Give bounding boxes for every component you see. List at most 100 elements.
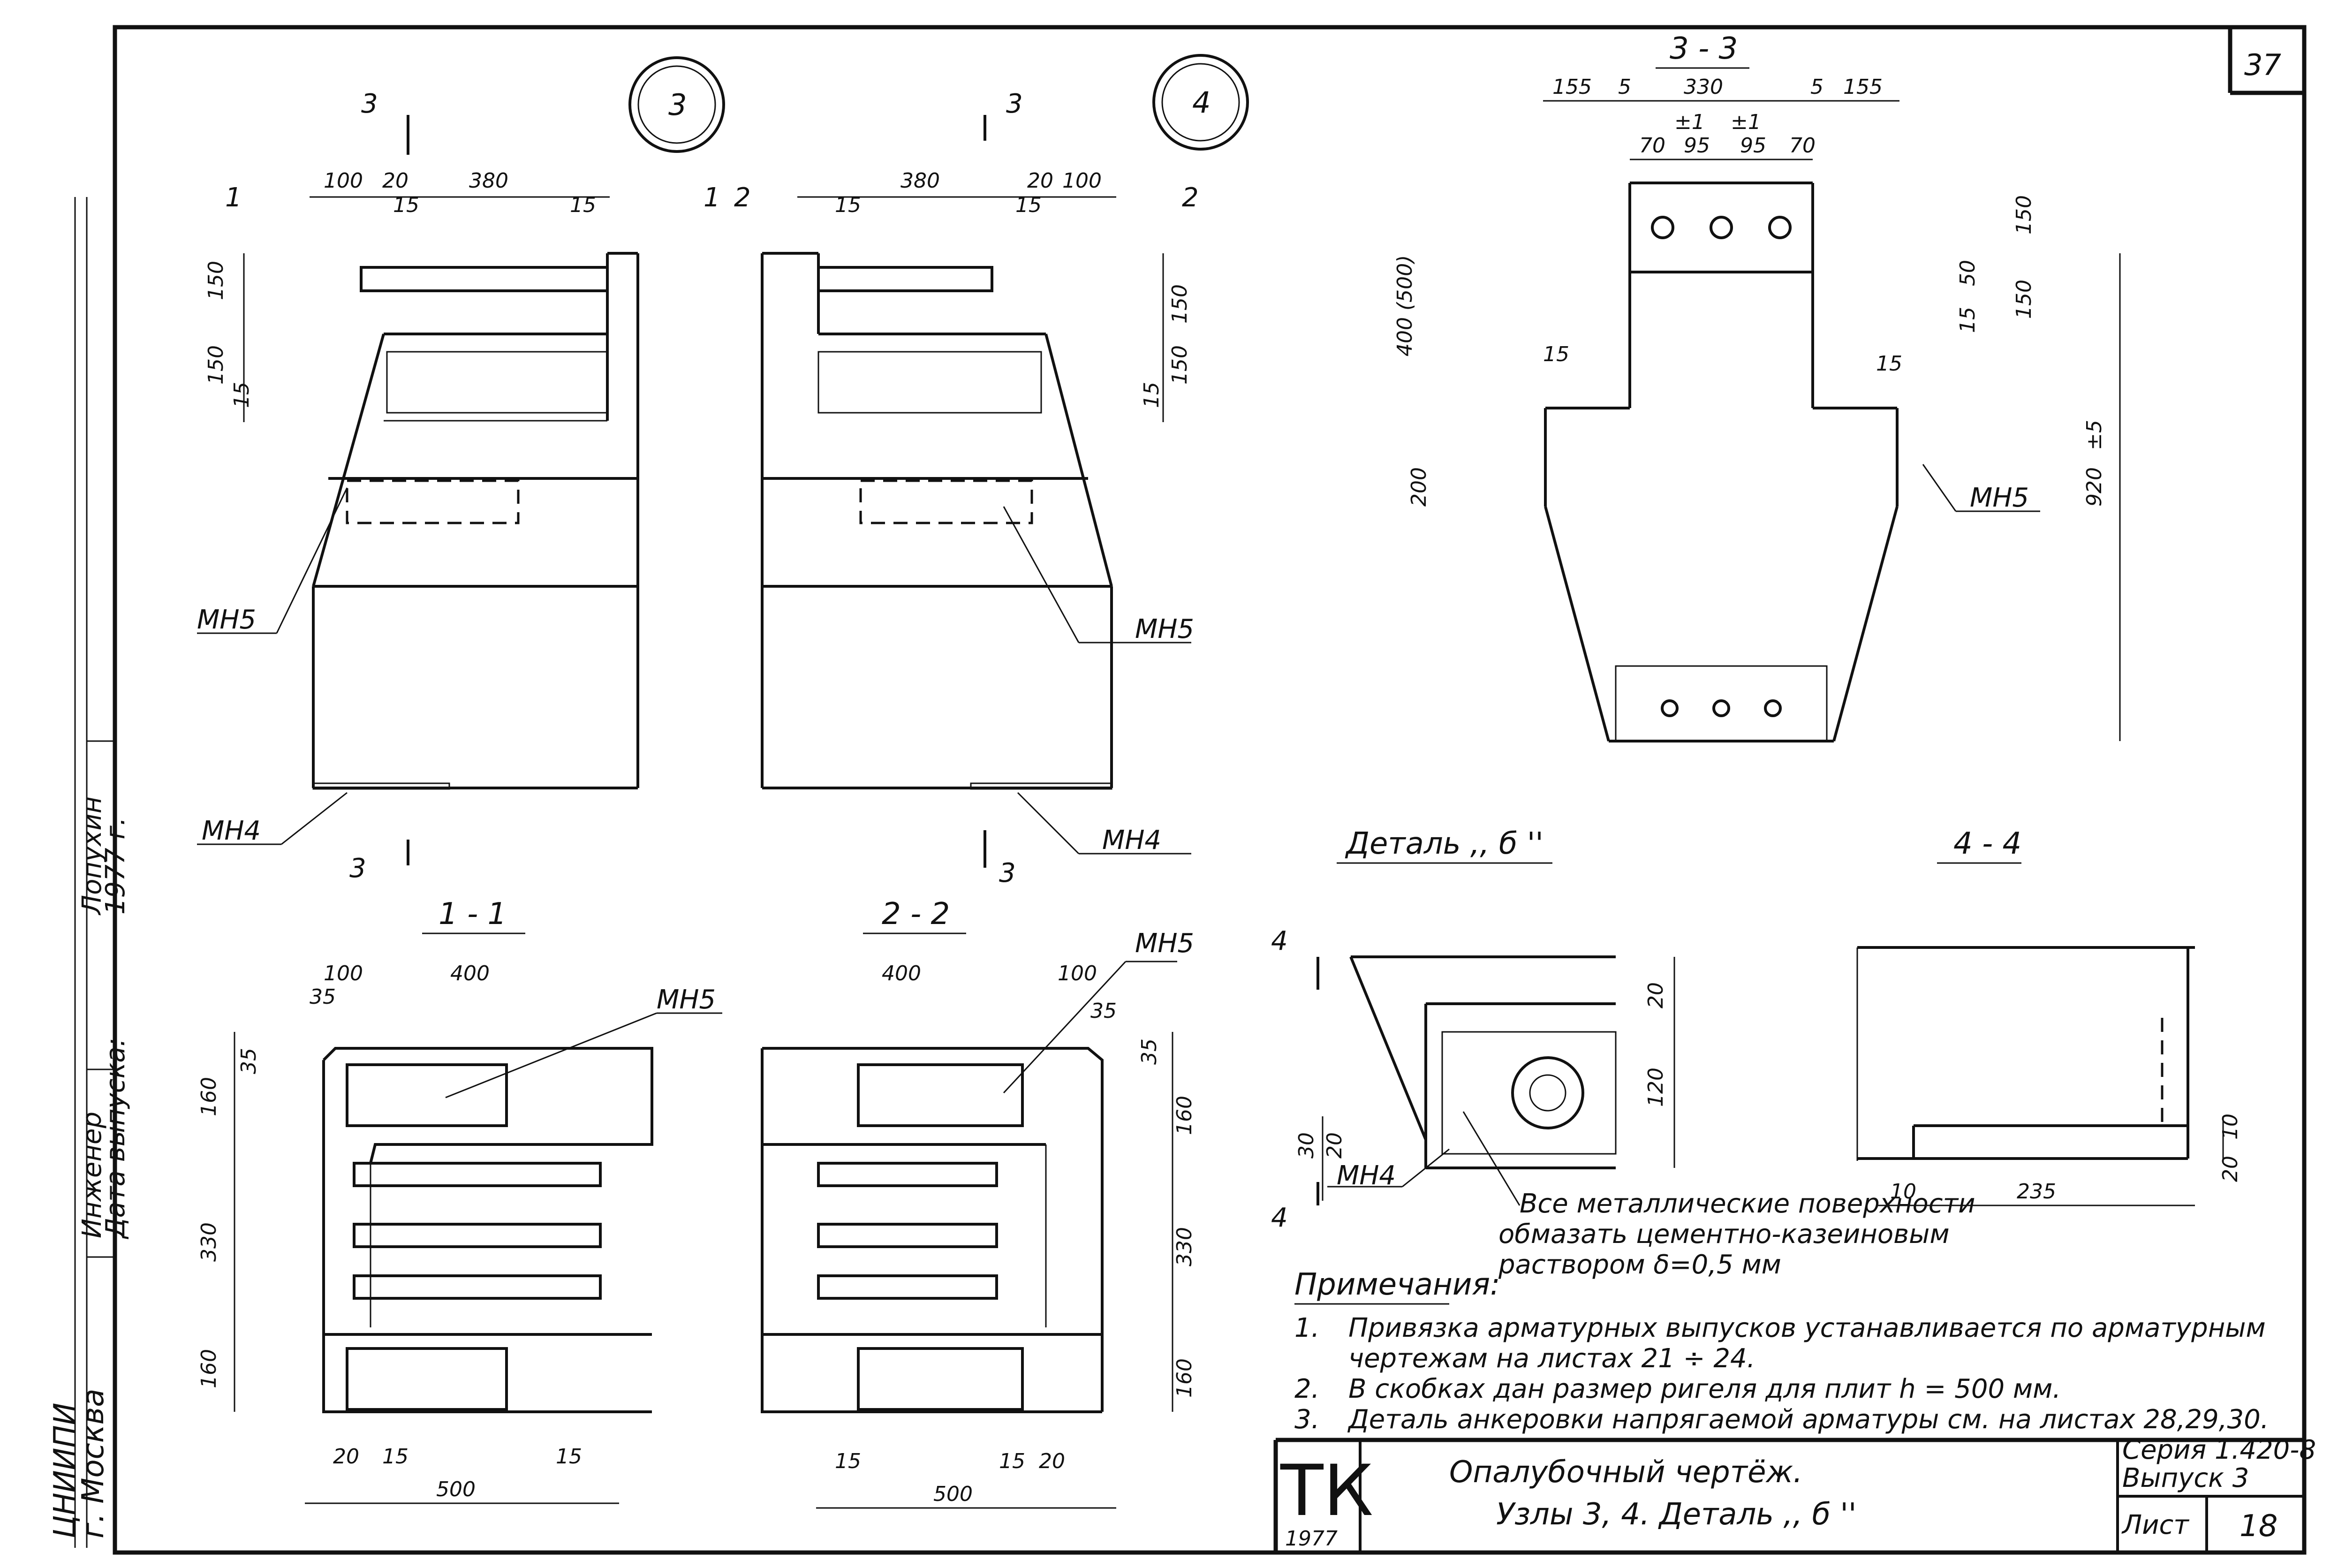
node4-dim-150b: 150 [1168,345,1192,385]
detail-dim-120: 120 [1644,1068,1668,1107]
sec33-dim-155b: 155 [1843,75,1883,99]
sec33-mn5-label: МН5 [1970,483,2029,513]
node3-cut-3-bottom: 3 [349,853,366,884]
sec33-dim-95b: 95 [1740,134,1766,158]
sec22-dim-330: 330 [1173,1227,1196,1266]
node3-cut-3-top: 3 [361,89,378,119]
sec33-pm1a: ±1 [1674,110,1705,134]
node4-dim-20: 20 [1027,169,1053,193]
detail-dim-20a: 20 [1644,982,1668,1008]
section-2-2-title: 2 - 2 [882,897,950,932]
sec33-dim-150a: 150 [2012,195,2036,235]
detail-b-drawing [1349,955,1617,1169]
sec33-dim-5a: 5 [1618,75,1631,99]
sec22-dim-35a: 35 [1090,999,1117,1023]
title-block [1273,1438,2304,1553]
sec22-dim-35b: 35 [1137,1038,1161,1065]
note-3-text: Деталь анкеровки напрягаемой арматуры см… [1347,1404,2269,1435]
node-circle-3 [628,56,725,153]
sec44-dim-235: 235 [2017,1180,2056,1204]
node4-cut-3-bottom: 3 [999,858,1016,888]
sec22-dim-15b: 15 [999,1449,1025,1473]
sec22-dim-160b: 160 [1173,1358,1196,1398]
sheet-frame [113,25,2307,1555]
title-sheet-number: 18 [2240,1509,2277,1544]
node3-dim-150a: 150 [204,261,228,300]
sec11-dim-20: 20 [333,1445,359,1469]
sec11-dim-330: 330 [197,1222,221,1262]
node-4-label: 4 [1192,85,1211,120]
detail-dim-20b: 20 [1323,1132,1347,1159]
node4-mn5-label: МН5 [1135,614,1194,644]
title-year: 1977 [1285,1527,1338,1551]
note-2-text: В скобках дан размер ригеля для плит h =… [1348,1374,2061,1404]
detail-b-title: Деталь ,, б '' [1345,826,1544,861]
sec22-dim-500: 500 [933,1482,973,1506]
sec44-dim-10a: 10 [2218,1114,2242,1140]
node3-dim-15c: 15 [230,382,254,408]
sec11-dim-35a: 35 [310,985,336,1009]
node4-elevation [761,252,1113,790]
sec11-mn5-label: МН5 [657,985,716,1015]
node4-dim-150a: 150 [1168,284,1192,324]
title-issue: Выпуск 3 [2122,1463,2249,1493]
sec22-dim-15a: 15 [835,1449,861,1473]
title-sheet-label: Лист [2121,1510,2189,1540]
sec33-dim-15a: 15 [1543,342,1569,366]
section-1-1-drawing [322,1047,653,1413]
engineer-name: Лопухин [77,796,107,916]
sec33-dim-15b: 15 [1956,307,1980,333]
node3-mn4-label: МН4 [202,816,261,846]
detail-note-line3: раствором δ=0,5 мм [1498,1250,1781,1280]
sec44-dim-20: 20 [2218,1156,2242,1182]
sec11-dim-500: 500 [436,1477,476,1501]
org-name: ЦНИИПИ [48,1402,83,1538]
node4-cut-3-top: 3 [1006,89,1023,119]
section-4-4-drawing [1856,946,2195,1161]
node3-dim-380: 380 [469,169,508,193]
node3-elevation [312,252,639,790]
detail-cut-4-bottom: 4 [1271,1203,1288,1233]
sec33-dim-330: 330 [1684,75,1723,99]
title-line1: Опалубочный чертёж. [1449,1455,1802,1490]
release-year: 1977 г. [100,817,131,915]
sec22-dim-400: 400 [882,962,921,985]
notes-heading: Примечания: [1294,1267,1500,1302]
sec33-dim-920: 920 [2082,467,2106,507]
sec22-dim-160a: 160 [1173,1096,1196,1135]
node-circle-4 [1152,54,1249,151]
node3-dim-150b: 150 [204,345,228,385]
sec22-dim-20: 20 [1039,1449,1065,1473]
node4-cut-2-right: 2 [1182,182,1199,213]
sec33-dim-95a: 95 [1684,134,1710,158]
note-1b-text: чертежам на листах 21 ÷ 24. [1348,1343,1755,1374]
page-number: 37 [2244,48,2281,82]
section-1-1-title: 1 - 1 [439,897,507,932]
sec22-dim-100: 100 [1058,962,1097,985]
node4-dim-380: 380 [900,169,940,193]
detail-note-line1: Все металлические поверхности [1520,1189,1975,1219]
sec11-dim-15b: 15 [556,1445,582,1469]
note-2-num: 2. [1294,1374,1319,1404]
node-3-label: 3 [668,88,687,122]
sec33-dim-400-500: 400 (500) [1393,255,1417,356]
sec33-pm5: ±5 [2082,420,2106,450]
sec11-dim-35b: 35 [237,1048,261,1074]
detail-cut-4-top: 4 [1271,926,1288,956]
sec33-dim-15c: 15 [1876,352,1902,376]
node3-cut-1-left: 1 [225,182,242,213]
sec33-dim-70a: 70 [1639,134,1665,158]
detail-note-line2: обмазать цементно-казеиновым [1498,1219,1950,1250]
node3-dim-100: 100 [324,169,363,193]
node3-cut-1-right: 1 [704,182,720,213]
sec33-pm1b: ±1 [1731,110,1761,134]
node4-mn4-label: МН4 [1102,825,1161,856]
sec11-dim-160a: 160 [197,1077,221,1116]
city: г. Москва [76,1389,111,1538]
sec33-dim-155a: 155 [1552,75,1592,99]
release-label: Дата выпуска: [100,1038,131,1240]
sec22-mn5-label: МН5 [1135,928,1194,959]
sec11-dim-100: 100 [324,962,363,985]
detail-mn4-label: МН4 [1337,1160,1396,1191]
